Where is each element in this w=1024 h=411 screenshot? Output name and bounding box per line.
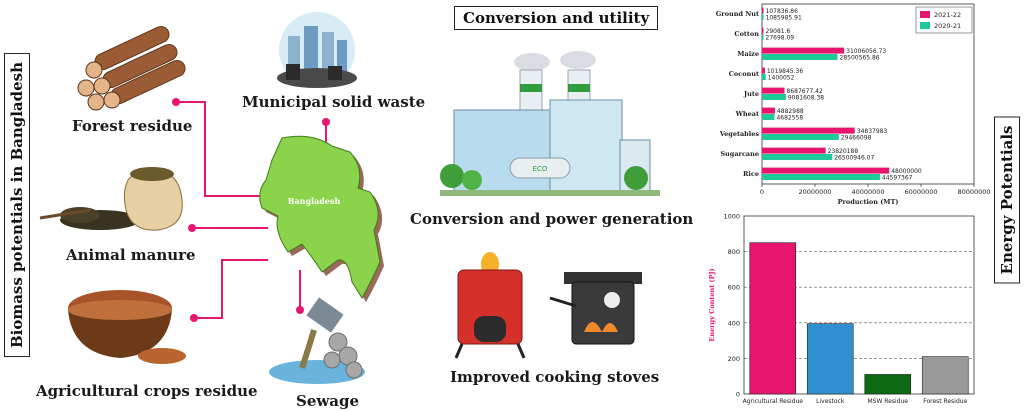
x-tick-label: 0 xyxy=(760,188,764,196)
biomass-potentials-title: Biomass potentials in Bangladesh xyxy=(4,52,30,358)
agricultural-crops-residue-label: Agricultural crops residue xyxy=(36,382,258,400)
plot-frame xyxy=(743,215,975,395)
category-label: Wheat xyxy=(735,110,759,118)
energy-bar xyxy=(749,242,797,395)
y-tick-label: 400 xyxy=(728,319,740,327)
production-bar xyxy=(762,7,764,14)
cooking-stoves-icon xyxy=(454,252,642,359)
production-bar xyxy=(762,94,786,100)
production-bar xyxy=(762,47,845,54)
production-bar xyxy=(762,34,764,40)
production-bar xyxy=(762,87,785,94)
bar-value-label: 1019845.36 xyxy=(767,68,803,75)
y-tick-label: 200 xyxy=(728,355,740,363)
conversion-power-label: Conversion and power generation xyxy=(410,210,694,228)
bar-value-label: 48000000 xyxy=(891,168,922,175)
legend-swatch xyxy=(920,22,930,29)
grain-bowl-icon xyxy=(68,290,186,364)
x-tick-label: 80000000 xyxy=(957,188,990,196)
bar-value-label: 26500946.07 xyxy=(834,154,874,161)
legend-label: 2020-21 xyxy=(934,22,961,30)
y-tick-label: 600 xyxy=(728,284,740,292)
category-label: Maize xyxy=(737,50,759,58)
category-label: Rice xyxy=(743,170,759,178)
production-bar xyxy=(762,107,775,114)
y-axis-label: Energy Content (PJ) xyxy=(708,268,716,341)
production-bar xyxy=(762,114,775,120)
bar-value-label: 8687677.42 xyxy=(787,88,823,95)
bar-value-label: 29081.6 xyxy=(766,28,791,35)
category-label: Jute xyxy=(743,90,759,98)
production-bar xyxy=(762,134,839,140)
production-bar xyxy=(762,54,838,60)
y-tick-label: 800 xyxy=(728,248,740,256)
power-plant-icon: ECO xyxy=(440,51,660,196)
bar-value-label: 23820188 xyxy=(828,148,859,155)
category-label: Vegetables xyxy=(719,130,760,138)
manure-sack-icon xyxy=(39,167,183,231)
bar-value-label: 4682558 xyxy=(776,114,803,121)
category-label: Cotton xyxy=(734,30,759,38)
bar-value-label: 1400052 xyxy=(768,74,795,81)
production-bar xyxy=(762,127,855,134)
production-bar xyxy=(762,167,890,174)
production-bar xyxy=(762,14,764,20)
x-category-label: MSW Residue xyxy=(867,398,908,405)
energy-potentials-title: Energy Potentials xyxy=(994,116,1020,284)
eco-tank-label: ECO xyxy=(533,165,548,173)
city-waste-icon xyxy=(277,12,357,88)
animal-manure-label: Animal manure xyxy=(66,246,196,264)
y-tick-label: 1000 xyxy=(723,213,740,221)
bar-value-label: 28500565.86 xyxy=(840,54,880,61)
left-title-wrapper: Biomass potentials in Bangladesh xyxy=(0,40,34,370)
bar-value-label: 107836.86 xyxy=(766,8,799,15)
x-category-label: Agricultural Residue xyxy=(743,398,804,405)
map-country-label: Bangladesh xyxy=(288,196,341,206)
y-tick-label: 0 xyxy=(736,391,740,399)
category-label: Sugarcane xyxy=(720,150,759,158)
x-axis-label: Production (MT) xyxy=(838,198,899,206)
production-bar xyxy=(762,174,880,180)
production-bar xyxy=(762,67,765,74)
right-title-wrapper: Energy Potentials xyxy=(990,110,1024,290)
energy-bar xyxy=(921,356,969,395)
x-tick-label: 60000000 xyxy=(904,188,937,196)
x-tick-label: 40000000 xyxy=(851,188,884,196)
bar-value-label: 34837983 xyxy=(857,128,888,135)
legend-swatch xyxy=(920,11,930,18)
legend-label: 2021-22 xyxy=(934,11,961,19)
sewage-label: Sewage xyxy=(296,392,360,410)
cooking-stoves-label: Improved cooking stoves xyxy=(450,368,660,386)
sewage-pipe-icon xyxy=(269,297,365,384)
category-label: Coconut xyxy=(729,70,759,78)
x-category-label: Forest Residue xyxy=(923,398,967,405)
energy-bar xyxy=(806,323,854,395)
production-bar xyxy=(762,27,764,34)
production-bar xyxy=(762,154,833,160)
log-pile-icon xyxy=(77,25,186,111)
production-bar xyxy=(762,74,766,80)
conversion-utility-title: Conversion and utility xyxy=(454,6,659,30)
bar-value-label: 9081608.38 xyxy=(788,94,824,101)
bar-value-label: 4882988 xyxy=(777,108,804,115)
x-tick-label: 20000000 xyxy=(798,188,831,196)
msw-label: Municipal solid waste xyxy=(242,93,426,111)
x-category-label: Livestock xyxy=(816,398,845,405)
bar-value-label: 31006056.73 xyxy=(846,48,886,55)
bangladesh-map-icon: Bangladesh xyxy=(259,135,384,302)
category-label: Ground Nut xyxy=(716,10,759,18)
production-bar xyxy=(762,147,826,154)
bar-value-label: 27698.09 xyxy=(766,34,795,41)
bar-value-label: 1085985.91 xyxy=(766,14,802,21)
bar-value-label: 44597367 xyxy=(882,174,913,181)
forest-residue-label: Forest residue xyxy=(72,117,193,135)
bar-value-label: 29466098 xyxy=(841,134,872,141)
energy-bar xyxy=(864,374,912,395)
